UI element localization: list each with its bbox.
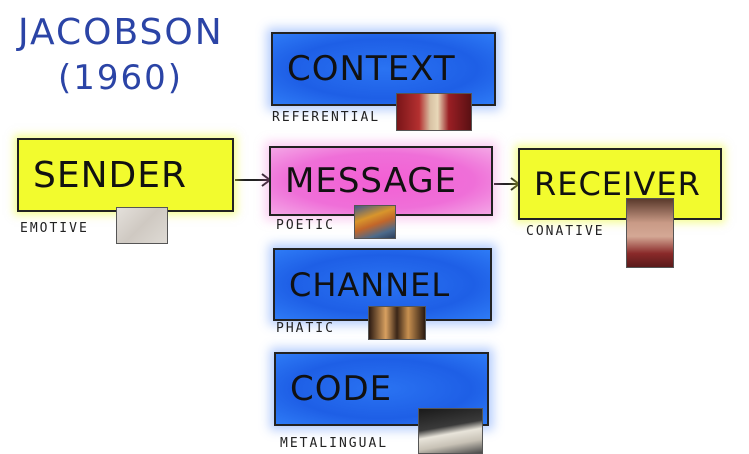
channel-label: CHANNEL: [289, 265, 451, 304]
metalingual-function-label: METALINGUAL: [280, 436, 389, 451]
diagram-year: (1960): [58, 58, 184, 98]
context-label: CONTEXT: [287, 49, 456, 89]
pointing-person-image: [626, 198, 674, 268]
sender-label: SENDER: [33, 154, 188, 196]
message-label: MESSAGE: [285, 161, 458, 201]
referential-function-label: REFERENTIAL: [272, 110, 381, 125]
paper-texture-image: [116, 207, 168, 244]
abstract-art-image: [354, 205, 396, 239]
news-anchor-image: [396, 93, 472, 131]
conative-function-label: CONATIVE: [526, 224, 605, 239]
diagram-title: JACOBSON: [18, 12, 224, 53]
open-book-image: [418, 408, 483, 454]
emotive-function-label: EMOTIVE: [20, 221, 89, 236]
poetic-function-label: POETIC: [276, 218, 335, 233]
receiver-box: RECEIVER: [518, 148, 722, 220]
sender-box: SENDER: [17, 138, 234, 212]
message-box: MESSAGE: [269, 146, 493, 216]
conversation-image: [368, 306, 426, 340]
receiver-label: RECEIVER: [534, 165, 701, 203]
code-label: CODE: [290, 369, 393, 409]
phatic-function-label: PHATIC: [276, 321, 335, 336]
